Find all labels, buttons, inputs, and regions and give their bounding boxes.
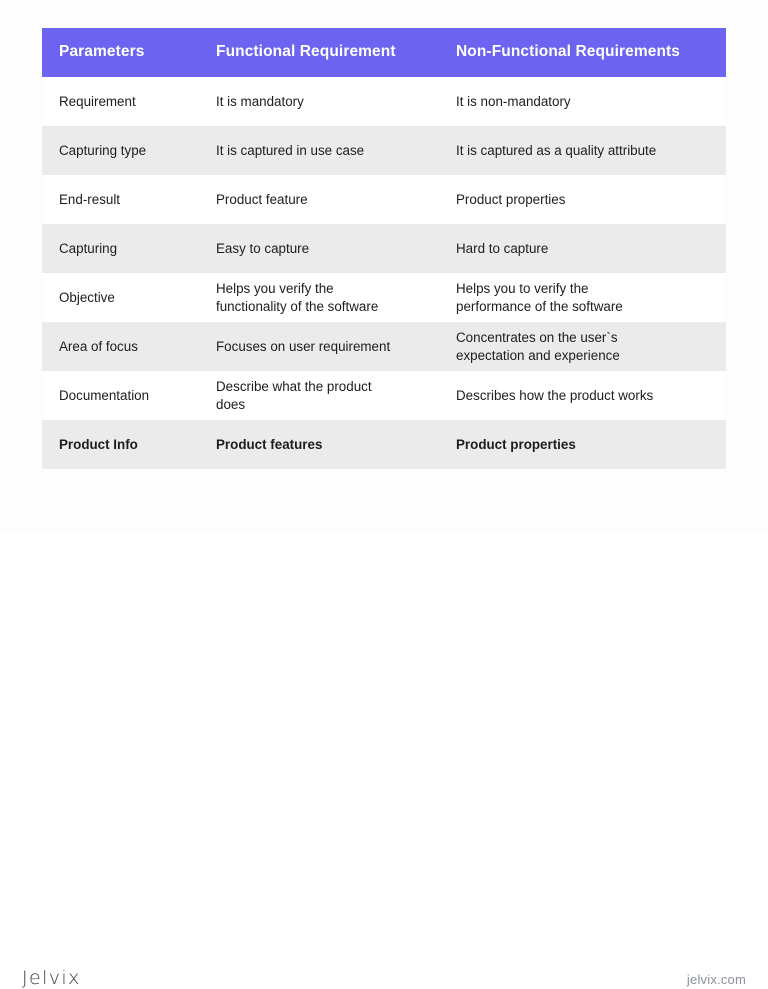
cell-line: Helps you verify the [216,280,334,296]
table-row: End-result Product feature Product propert… [42,175,726,224]
cell-line: Concentrates on the user`s [456,329,618,345]
cell-line: does [216,396,246,412]
cell-non-functional-requirement: Describes how the product works [456,387,726,405]
cell-non-functional-requirement: Product properties [456,191,726,209]
table-row: Objective Helps you verify the functionali… [42,273,726,322]
cell-functional-requirement: Describe what the product does [216,378,456,413]
cell-line: Product properties [456,436,576,452]
cell-functional-requirement: Easy to capture [216,240,456,258]
cell-line: It is mandatory [216,93,304,109]
cell-line: It is captured as a quality attribute [456,142,657,158]
cell-line: Product properties [456,191,566,207]
table-row: Documentation Describe what the product do… [42,371,726,420]
table-header-row: Parameters Functional Requirement Non-Fu… [42,28,726,77]
cell-line: Describe what the product [216,378,372,394]
cell-parameter: Requirement [59,93,136,109]
cell-parameter: Capturing type [59,142,147,158]
table-body: Requirement It is mandatory It is non-mand… [42,77,726,469]
table-row: Product Info Product features Product prop… [42,420,726,469]
cell-parameter: Objective [59,289,115,305]
cell-line: It is captured in use case [216,142,365,158]
table-row: Capturing type It is captured in use case… [42,126,726,175]
page-footer: Jelvix jelvix.com [0,481,768,989]
cell-line: It is non-mandatory [456,93,571,109]
table-row: Capturing Easy to capture Hard to capture [42,224,726,273]
requirements-comparison-table: Parameters Functional Requirement Non-Fu… [42,28,726,469]
cell-non-functional-requirement: It is non-mandatory [456,93,726,111]
cell-line: functionality of the software [216,298,379,314]
cell-line: Describes how the product works [456,387,654,403]
cell-line: Product features [216,436,323,452]
cell-line: performance of the software [456,298,623,314]
cell-functional-requirement: Product feature [216,191,456,209]
cell-line: expectation and experience [456,347,620,363]
cell-parameter: End-result [59,191,121,207]
column-header-non-functional-requirements: Non-Functional Requirements [456,43,681,61]
cell-parameter: Area of focus [59,338,138,354]
cell-line: Helps you to verify the [456,280,589,296]
cell-functional-requirement: It is mandatory [216,93,456,111]
cell-parameter: Capturing [59,240,118,256]
site-url-label: jelvix.com [686,972,746,987]
cell-line: Product feature [216,191,308,207]
column-header-parameters: Parameters [59,43,145,61]
cell-line: Hard to capture [456,240,549,256]
cell-line: Focuses on user requirement [216,338,391,354]
cell-functional-requirement: Product features [216,436,456,454]
column-header-functional-requirement: Functional Requirement [216,43,396,61]
cell-functional-requirement: Focuses on user requirement [216,338,456,356]
cell-non-functional-requirement: Helps you to verify the performance of th… [456,280,726,315]
cell-parameter: Documentation [59,387,150,403]
cell-functional-requirement: Helps you verify the functionality of the… [216,280,456,315]
cell-non-functional-requirement: Concentrates on the user`s expectation an… [456,329,726,364]
cell-non-functional-requirement: Product properties [456,436,726,454]
page-canvas: Parameters Functional Requirement Non-Fu… [0,28,768,989]
table-row: Area of focus Focuses on user requirement… [42,322,726,371]
cell-functional-requirement: It is captured in use case [216,142,456,160]
cell-line: Easy to capture [216,240,310,256]
cell-non-functional-requirement: Hard to capture [456,240,726,258]
cell-parameter: Product Info [59,436,138,452]
cell-non-functional-requirement: It is captured as a quality attribute [456,142,726,160]
table-row: Requirement It is mandatory It is non-mand… [42,77,726,126]
jelvix-logo: Jelvix [22,967,81,989]
